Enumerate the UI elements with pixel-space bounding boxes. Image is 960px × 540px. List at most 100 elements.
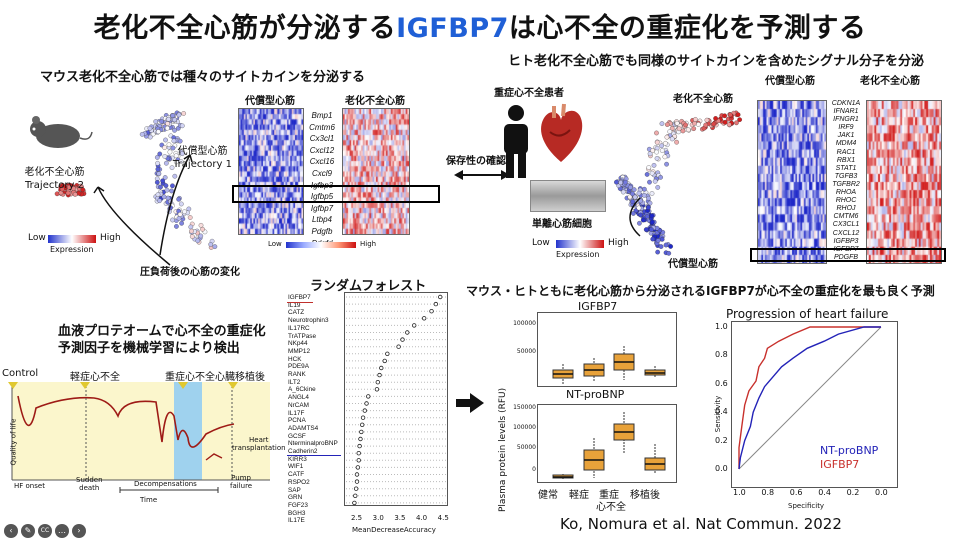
human-cell-dot <box>630 191 635 197</box>
human-cell-dot <box>726 122 732 127</box>
mouse-gene-2: Cx3cl1 <box>309 134 335 144</box>
human-heading: ヒト老化不全心筋でも同様のサイトカインを含めたシグナル分子を分泌 <box>508 54 925 69</box>
human-cell-dot <box>658 175 663 180</box>
human-cell-dot <box>618 180 624 186</box>
rf-feature-9: PDE9A <box>288 363 309 371</box>
human-gene-2: IFNGR1 <box>833 116 859 124</box>
mouse-cell-dot <box>174 224 179 229</box>
human-cell-dot <box>644 214 650 219</box>
mouse-cell-dot <box>155 160 160 166</box>
patient-icon <box>504 105 528 178</box>
human-cell-dot <box>692 120 697 126</box>
mouse-cell-dot <box>176 196 182 202</box>
hf-onset-label: HF onset <box>14 482 45 490</box>
human-cell-dot <box>663 242 669 248</box>
human-cell-dot <box>674 139 679 145</box>
mouse-cell-dot <box>170 145 176 151</box>
mouse-gene-3: Cxcl12 <box>309 145 335 155</box>
human-gene-16: CXCL12 <box>832 229 860 237</box>
roc-y-tick: 1.0 <box>715 322 728 331</box>
boxplots <box>537 312 677 483</box>
roc-x-tick: 0.2 <box>846 488 860 497</box>
mouse-expression-colorbar <box>48 235 96 243</box>
more-icon[interactable]: … <box>55 524 69 538</box>
human-cell-dot <box>640 217 646 223</box>
stage-severe: 重症心不全 <box>165 372 215 383</box>
mouse-gene-8: Igfbp7 <box>310 203 334 213</box>
human-cell-dot <box>659 148 665 153</box>
rf-feature-6: NKp44 <box>288 340 308 348</box>
stage-transplant: 心臓移植後 <box>215 372 265 383</box>
mouse-heat-low: Low <box>268 240 282 248</box>
rf-point-HCK <box>385 351 390 356</box>
mouse-cell-dot <box>189 228 194 234</box>
human-cell-dot <box>627 194 633 200</box>
rf-feature-20: Cadherin2 <box>288 448 318 456</box>
rf-feature-17: ADAMTS4 <box>288 424 319 432</box>
rf-point-PCNA <box>362 408 367 413</box>
human-gene-10: TGFBR2 <box>832 180 860 188</box>
human-cell-dot <box>713 116 718 121</box>
human-cell-dot <box>643 227 649 232</box>
title-prefix: 老化不全心筋が分泌する <box>93 13 397 44</box>
human-cell-dot <box>683 122 688 128</box>
human-cell-dot <box>649 191 655 196</box>
roc-x-tick: 0.4 <box>818 488 831 497</box>
prev-icon[interactable]: ‹ <box>4 524 18 538</box>
human-gene-7: RBX1 <box>836 156 856 164</box>
box-group-label: 健常 <box>538 490 558 501</box>
human-cell-dot <box>722 119 728 125</box>
human-cell-dot <box>647 151 653 157</box>
human-cell-dot <box>646 205 651 210</box>
mouse-icon <box>30 116 93 148</box>
roc-title: Progression of heart failure <box>726 307 889 321</box>
human-cell-dot <box>644 172 650 177</box>
heart-failure-course-diagram <box>11 382 270 493</box>
human-cell-dot <box>664 134 670 140</box>
human-gene-13: RHOJ <box>836 205 856 213</box>
igfbp7-underline <box>287 302 313 303</box>
human-cell-dot <box>650 236 656 242</box>
roc-line-igfbp7 <box>738 326 881 469</box>
title-suffix: は心不全の重症化を予測する <box>508 13 867 44</box>
mouse-cell-dot <box>177 212 183 217</box>
mouse-cell-dot <box>163 183 169 188</box>
human-cell-dot <box>704 117 710 123</box>
rf-point-IL17E <box>352 500 357 506</box>
rf-point-GRN <box>354 479 360 484</box>
mouse-heading: マウス老化不全心筋では種々のサイトカインを分泌する <box>40 70 366 85</box>
human-cell-dot <box>654 156 660 161</box>
title-highlight: IGFBP7 <box>396 13 509 44</box>
roc-x-tick: 0.6 <box>789 488 803 497</box>
rf-point-IL17RC <box>411 323 417 328</box>
mouse-cell-dot <box>164 160 169 166</box>
mouse-cell-dot <box>162 154 168 159</box>
human-cell-dot <box>646 165 652 170</box>
next-icon[interactable]: › <box>72 524 86 538</box>
rf-point-NKp44 <box>400 337 405 342</box>
rf-feature-29: IL17E <box>288 517 305 525</box>
human-cell-dot <box>652 178 658 184</box>
rf-feature-10: RANK <box>288 371 306 379</box>
mouse-cell-dot <box>179 123 185 129</box>
rf-feature-25: SAP <box>288 486 301 494</box>
rf-tick: 3.0 <box>372 514 384 522</box>
rf-feature-14: NrCAM <box>288 401 309 409</box>
rf-point-IL17F <box>364 401 369 406</box>
heart-transplantation-label: Heart transplantation <box>232 436 286 452</box>
pencil-icon[interactable]: ✎ <box>21 524 35 538</box>
human-cell-dot <box>649 227 654 232</box>
mouse-cell-dot <box>173 153 179 159</box>
proteome-heading-2: 予測因子を機械学習により検出 <box>58 341 240 356</box>
human-gene-11: RHOA <box>835 189 857 197</box>
captions-icon[interactable]: CC <box>38 524 52 538</box>
mouse-cell-dot <box>167 149 173 155</box>
mouse-legend-high: High <box>100 233 121 243</box>
human-gene-8: STAT1 <box>835 164 857 172</box>
mouse-cell-dot <box>200 226 205 232</box>
mouse-cell-dot <box>176 216 182 221</box>
rf-feature-7: MMP12 <box>288 347 311 355</box>
